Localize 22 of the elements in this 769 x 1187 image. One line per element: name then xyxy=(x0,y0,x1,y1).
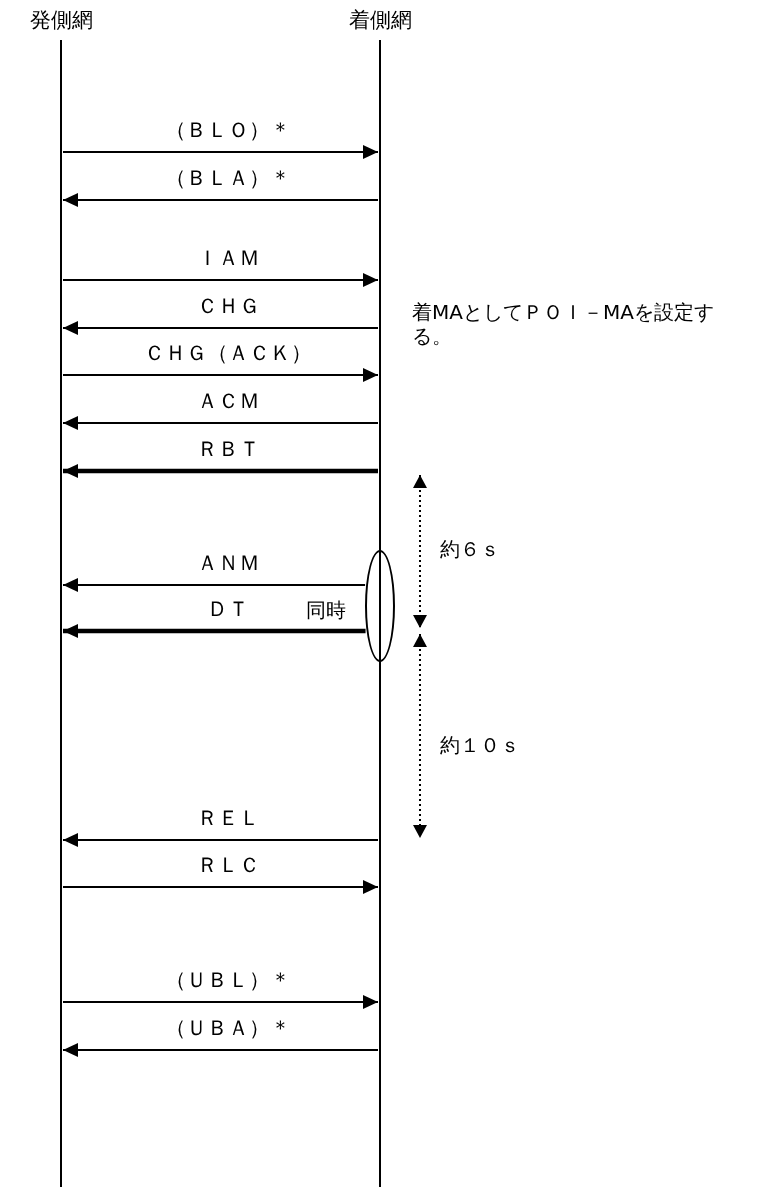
lifeline-heading: 発側網 xyxy=(29,8,93,32)
arrow xyxy=(62,145,379,159)
lifeline xyxy=(60,40,62,1187)
duration-label: 約６ｓ xyxy=(440,537,501,561)
arrow xyxy=(62,416,379,430)
arrow xyxy=(62,368,379,382)
arrow xyxy=(62,273,379,287)
lifeline-heading: 着側網 xyxy=(348,8,412,32)
note-text: 着MAとしてＰＯＩ－MAを設定する。 xyxy=(412,300,715,348)
beside-label: 同時 xyxy=(306,598,346,622)
arrow xyxy=(63,464,378,478)
arrow xyxy=(62,1043,379,1057)
arrow xyxy=(62,880,379,894)
arrow xyxy=(62,193,379,207)
lifeline xyxy=(379,40,381,1187)
ellipse-outline xyxy=(365,550,395,662)
arrow xyxy=(62,995,379,1009)
arrow xyxy=(63,624,366,638)
duration-label: 約１０ｓ xyxy=(440,733,521,757)
arrow xyxy=(62,321,379,335)
arrow xyxy=(62,578,367,592)
arrow xyxy=(62,833,379,847)
